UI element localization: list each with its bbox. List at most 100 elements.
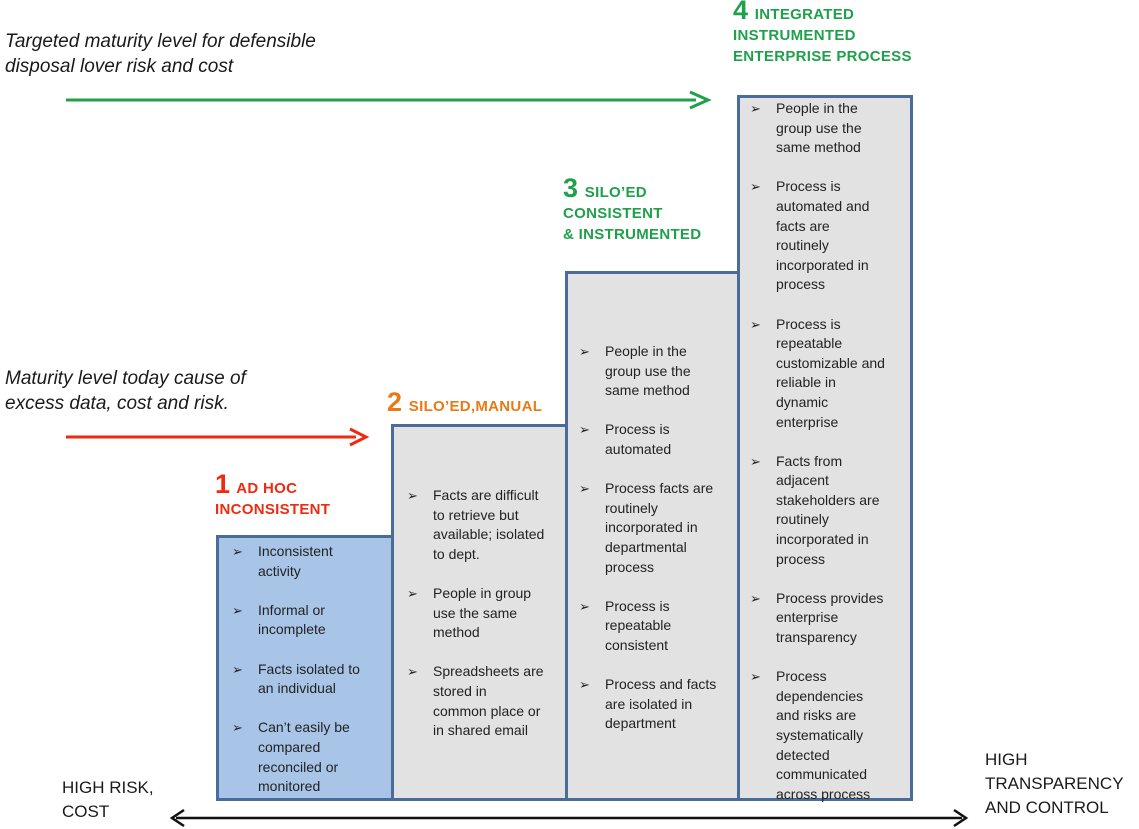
bullet-arrow-icon: ➢ <box>579 481 590 497</box>
item-text-line: Process is <box>605 421 670 438</box>
item-text-line: across process <box>776 785 871 802</box>
item-text-line: enterprise <box>776 413 839 430</box>
today-maturity-note: Maturity level today cause of excess dat… <box>5 366 246 416</box>
item-text-line: People in group <box>433 584 532 601</box>
item-text-line: People in the <box>776 100 858 116</box>
item-text-line: routinely <box>776 237 829 254</box>
level-3-item: ➢ Process facts are routinely incorporated … <box>579 479 739 577</box>
target-note-line-1: Targeted maturity level for defensible <box>5 31 316 52</box>
level-2-title-line-1: SILO’ED,MANUAL <box>408 398 543 415</box>
axis-right-line-2: TRANSPARENCY <box>985 774 1124 793</box>
item-text-line: compared <box>258 738 321 755</box>
today-note-line-1: Maturity level today cause of <box>5 368 246 389</box>
item-text-line: Facts are difficult <box>433 487 539 503</box>
bullet-arrow-icon: ➢ <box>579 344 590 359</box>
item-text-line: Spreadsheets are <box>433 663 544 680</box>
item-text-line: stored in <box>433 682 487 699</box>
item-text-line: incomplete <box>258 621 326 638</box>
item-text-line: Facts from <box>776 452 843 469</box>
target-arrow <box>66 90 712 110</box>
item-text-line: customizable and <box>776 354 885 371</box>
axis-right-line-3: AND CONTROL <box>985 798 1109 817</box>
item-text-line: an individual <box>258 680 336 697</box>
bullet-arrow-icon: ➢ <box>750 669 761 685</box>
item-text-line: method <box>433 624 480 641</box>
item-text-line: Process facts are <box>605 480 714 497</box>
item-text-line: department <box>605 715 676 732</box>
item-text-line: systematically <box>776 727 864 743</box>
bullet-arrow-icon: ➢ <box>750 590 761 606</box>
level-3-title-line-1: SILO’ED <box>584 184 647 201</box>
item-text-line: incorporated in <box>776 256 869 273</box>
target-note-line-2: disposal lover risk and cost <box>5 56 234 77</box>
item-text-line: process <box>776 276 826 293</box>
bullet-arrow-icon: ➢ <box>750 316 761 332</box>
level-1-item: ➢ Facts isolated to an individual <box>232 660 392 699</box>
item-text-line: transparency <box>776 629 857 646</box>
item-text-line: to dept. <box>433 545 480 562</box>
item-text-line: in shared email <box>433 722 528 739</box>
item-text-line: detected <box>776 746 830 763</box>
item-text-line: enterprise <box>776 609 839 626</box>
item-text-line: dynamic <box>776 393 829 410</box>
bullet-arrow-icon: ➢ <box>232 720 243 736</box>
item-text-line: group use the <box>776 119 862 136</box>
level-4-title: 4 INTEGRATED INSTRUMENTED ENTERPRISE PRO… <box>733 0 912 67</box>
level-3-item: ➢ Process is automated <box>579 420 739 459</box>
bullet-arrow-icon: ➢ <box>407 664 418 680</box>
level-1-box <box>216 535 394 801</box>
today-note-line-2: excess data, cost and risk. <box>5 393 229 414</box>
bullet-arrow-icon: ➢ <box>232 661 243 677</box>
bullet-arrow-icon: ➢ <box>579 677 590 693</box>
bullet-arrow-icon: ➢ <box>232 544 243 559</box>
bullet-arrow-icon: ➢ <box>750 101 761 116</box>
level-1-title-line-1: AD HOC <box>236 480 298 497</box>
bullet-arrow-icon: ➢ <box>232 602 243 618</box>
level-3-title: 3 SILO’ED CONSISTENT & INSTRUMENTED <box>563 175 702 245</box>
bullet-arrow-icon: ➢ <box>750 179 761 195</box>
item-text-line: Can’t easily be <box>258 719 350 736</box>
item-text-line: common place or <box>433 702 541 719</box>
item-text-line: Facts isolated to <box>258 660 360 677</box>
level-1-title: 1 AD HOC INCONSISTENT <box>215 471 330 520</box>
item-text-line: automated <box>605 440 672 457</box>
axis-right-line-1: HIGH <box>985 750 1028 769</box>
item-text-line: Process is <box>605 597 670 614</box>
level-4-title-line-2: INSTRUMENTED <box>733 27 856 44</box>
item-text-line: stakeholders are <box>776 491 880 508</box>
item-text-line: routinely <box>605 499 658 516</box>
level-3-number: 3 <box>563 173 579 203</box>
bullet-arrow-icon: ➢ <box>579 422 590 438</box>
item-text-line: same method <box>605 382 690 399</box>
level-4-title-line-3: ENTERPRISE PROCESS <box>733 48 912 65</box>
level-2-title: 2 SILO’ED,MANUAL <box>387 389 543 417</box>
item-text-line: incorporated in <box>605 519 698 536</box>
level-2-number: 2 <box>387 387 403 417</box>
bullet-arrow-icon: ➢ <box>407 585 418 601</box>
axis-right-label: HIGH TRANSPARENCY AND CONTROL <box>985 748 1124 820</box>
bullet-arrow-icon: ➢ <box>407 488 418 503</box>
item-text-line: group use the <box>605 362 691 379</box>
level-4-title-line-1: INTEGRATED <box>754 6 855 23</box>
item-text-line: repeatable <box>605 617 672 634</box>
item-text-line: routinely <box>776 511 829 528</box>
item-text-line: adjacent <box>776 472 829 489</box>
item-text-line: communicated <box>776 766 868 783</box>
item-text-line: Process is <box>776 315 841 332</box>
item-text-line: are isolated in <box>605 695 693 712</box>
level-3-title-line-3: & INSTRUMENTED <box>563 226 702 243</box>
